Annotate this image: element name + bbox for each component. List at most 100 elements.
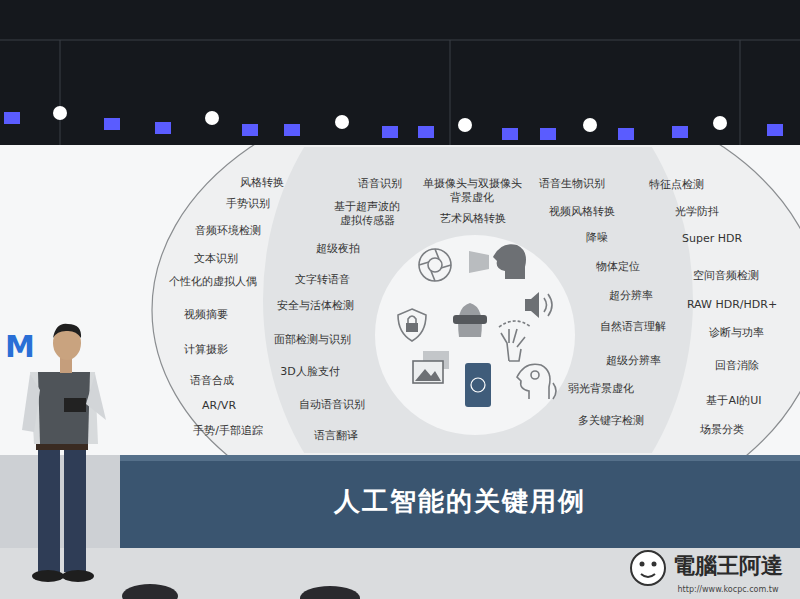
stage-truss — [0, 40, 800, 145]
gesture-arc — [499, 321, 531, 327]
audience-head — [300, 586, 360, 599]
speaker-arm — [86, 374, 106, 420]
projection-icon — [469, 251, 489, 273]
use-case-label: 自然语言理解 — [600, 320, 666, 334]
speaker-icon — [544, 294, 552, 316]
title-band — [120, 455, 800, 548]
image-icon — [415, 369, 441, 381]
mascot-face — [631, 551, 665, 585]
use-case-label: 文字转语音 — [295, 273, 350, 287]
ring-region: 语音识别基于超声波的 虚拟传感器超级夜拍文字转语音安全与活体检测面部检测与识别 3… — [263, 147, 693, 453]
use-case-label: 计算摄影 — [184, 343, 228, 356]
led-light — [104, 118, 120, 130]
use-case-label: 多关键字检测 — [578, 414, 644, 428]
brain-icon — [471, 378, 485, 392]
led-light — [502, 128, 518, 140]
use-case-label: 手势识别 — [226, 197, 270, 210]
lock-icon — [406, 323, 418, 332]
use-case-label: 降噪 — [586, 231, 608, 245]
truss-line — [450, 40, 451, 145]
use-case-label: 回音消除 — [715, 359, 759, 372]
speaker-shoe — [32, 570, 64, 582]
inner-circle — [375, 235, 575, 435]
led-light — [242, 124, 258, 136]
image-icon — [413, 361, 443, 383]
use-case-label: 语音识别 — [358, 177, 402, 191]
watermark: 電腦王阿達 — [673, 553, 783, 579]
speaker-phone — [64, 398, 86, 412]
led-light — [540, 128, 556, 140]
use-case-label: 视频摘要 — [184, 308, 228, 321]
use-case-label: 风格转换 — [240, 176, 284, 189]
use-case-label: RAW HDR/HDR+ — [687, 298, 777, 311]
slide-title: 人工智能的关键用例 — [334, 484, 586, 519]
use-case-label: 超分辨率 — [609, 289, 653, 303]
use-case-label: 弱光背景虚化 — [568, 382, 634, 396]
hand-icon — [501, 329, 525, 361]
led-light — [4, 112, 20, 124]
use-case-label: AR/VR — [202, 399, 236, 412]
speaker-icon — [525, 292, 539, 318]
use-case-label: 基于超声波的 虚拟传感器 — [334, 200, 400, 228]
mascot-eye — [652, 562, 657, 567]
use-case-label: 安全与活体检测 — [277, 299, 354, 313]
stage-ceiling — [0, 0, 800, 150]
use-case-label: 面部检测与识别 — [274, 333, 351, 347]
use-case-label: 语音合成 — [190, 374, 234, 387]
use-case-label: 语音生物识别 — [539, 177, 605, 191]
use-case-label: 空间音频检测 — [693, 269, 759, 282]
spot-light — [458, 118, 472, 132]
shutter-icon — [419, 249, 451, 281]
use-case-label: 单摄像头与双摄像头 背景虚化 — [423, 177, 522, 205]
speaker-leg — [38, 450, 60, 572]
watermark-url: http://www.kocpc.com.tw — [678, 585, 779, 595]
use-case-label: 光学防抖 — [675, 205, 719, 218]
icon-group — [398, 244, 556, 407]
use-case-label: 自动语音识别 — [299, 398, 365, 412]
ai-head-icon — [553, 383, 556, 399]
use-case-label: 物体定位 — [596, 260, 640, 274]
middle-ring — [263, 147, 693, 453]
spot-light — [583, 118, 597, 132]
lock-icon — [408, 316, 416, 323]
led-light — [767, 124, 783, 136]
mascot-eye — [640, 562, 645, 567]
outer-ring — [152, 145, 800, 455]
use-case-label: Super HDR — [682, 232, 742, 245]
spot-light — [335, 115, 349, 129]
stage-floor — [0, 548, 800, 599]
use-case-label: 艺术风格转换 — [440, 212, 506, 226]
use-case-label: 超级夜拍 — [316, 242, 360, 256]
speaker-hair — [53, 324, 81, 338]
use-case-label: 手势/手部追踪 — [193, 424, 263, 437]
outer-ring-group — [152, 145, 800, 455]
speaker-arm — [22, 374, 40, 432]
speaker-shirt — [30, 372, 98, 444]
shutter-icon — [428, 258, 442, 272]
use-case-label: 3D人脸支付 — [280, 365, 339, 379]
use-case-label: 个性化的虚拟人偶 — [169, 275, 257, 288]
speaker-leg — [64, 450, 86, 572]
ai-head-icon — [531, 371, 539, 379]
audience-head — [122, 584, 178, 599]
truss-line — [740, 40, 741, 145]
led-light — [284, 124, 300, 136]
speaker-shoe — [62, 570, 94, 582]
led-light — [618, 128, 634, 140]
use-case-label: 超级分辨率 — [606, 354, 661, 368]
use-case-label: 文本识别 — [194, 252, 238, 265]
title-band-edge — [120, 455, 800, 461]
mascot-mouth — [641, 574, 655, 577]
use-case-label: 语言翻译 — [314, 429, 358, 443]
logo-fragment: M — [5, 329, 35, 365]
spot-light — [53, 106, 67, 120]
use-case-label: 音频环境检测 — [195, 224, 261, 237]
spot-light — [205, 111, 219, 125]
led-light — [672, 126, 688, 138]
use-case-label: 场景分类 — [700, 423, 744, 436]
watermark-mascot — [631, 551, 665, 585]
truss-line — [0, 40, 800, 41]
shutter-icon — [419, 249, 451, 281]
vr-icon — [453, 315, 487, 324]
